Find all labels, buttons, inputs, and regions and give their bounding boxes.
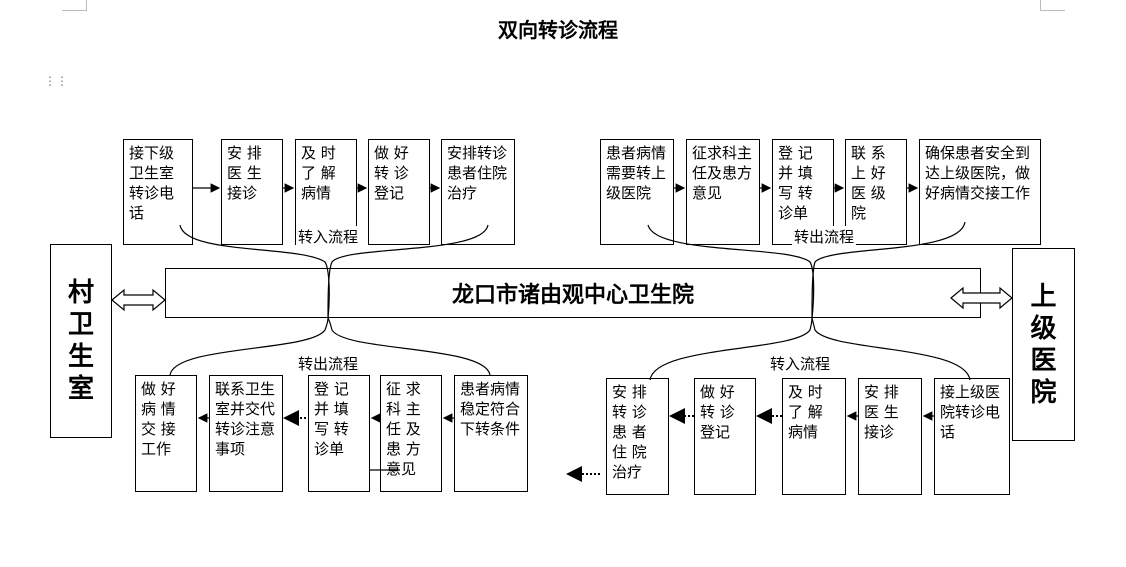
village-clinic-box: 村卫生室 xyxy=(50,244,112,438)
page-corner-top-left xyxy=(62,0,87,11)
page-title: 双向转诊流程 xyxy=(498,18,618,42)
label-right-out: 转出流程 xyxy=(792,226,857,247)
top-right-step-1: 患者病情需要转上级医院 xyxy=(600,139,674,245)
center-hospital-bar: 龙口市诸由观中心卫生院 xyxy=(165,268,981,318)
bottom-right-step-5: 接上级医院转诊电话 xyxy=(934,378,1010,495)
center-hospital-label: 龙口市诸由观中心卫生院 xyxy=(451,282,694,308)
bottom-left-step-5: 患者病情稳定符合下转条件 xyxy=(454,375,528,492)
label-right-in: 转入流程 xyxy=(768,353,833,374)
drag-handle-icon[interactable]: ⋮⋮ xyxy=(44,74,68,88)
superior-hospital-box: 上级医院 xyxy=(1012,248,1075,441)
village-clinic-label: 村卫生室 xyxy=(67,278,94,404)
bottom-right-step-4: 安 排 医 生 接诊 xyxy=(858,378,922,495)
top-right-step-5: 确保患者安全到达上级医院，做好病情交接工作 xyxy=(919,139,1041,245)
top-left-step-1: 接下级卫生室转诊电话 xyxy=(123,139,193,245)
bottom-left-step-4: 征 求 科 主 任 及 患 方 意见 xyxy=(380,375,442,492)
top-left-step-4: 做 好 转 诊 登记 xyxy=(368,139,430,245)
bottom-left-step-2: 联系卫生室并交代转诊注意事项 xyxy=(209,375,283,492)
top-left-step-5: 安排转诊患者住院治疗 xyxy=(441,139,515,245)
bottom-right-step-1: 安 排 转 诊 患 者 住 院 治疗 xyxy=(606,378,669,495)
bottom-left-step-3: 登 记 并 填 写 转 诊单 xyxy=(308,375,370,492)
label-left-in: 转入流程 xyxy=(296,226,361,247)
page-corner-top-right xyxy=(1040,0,1065,11)
top-right-step-2: 征求科主任及患方意见 xyxy=(686,139,760,245)
label-left-out: 转出流程 xyxy=(296,353,361,374)
superior-hospital-label: 上级医院 xyxy=(1030,281,1057,408)
bottom-right-step-2: 做 好 转 诊 登记 xyxy=(694,378,756,495)
bottom-left-step-1: 做 好 病 情 交 接 工作 xyxy=(135,375,197,492)
bottom-right-step-3: 及 时 了 解 病情 xyxy=(782,378,846,495)
top-left-step-2: 安 排 医 生 接诊 xyxy=(221,139,283,245)
